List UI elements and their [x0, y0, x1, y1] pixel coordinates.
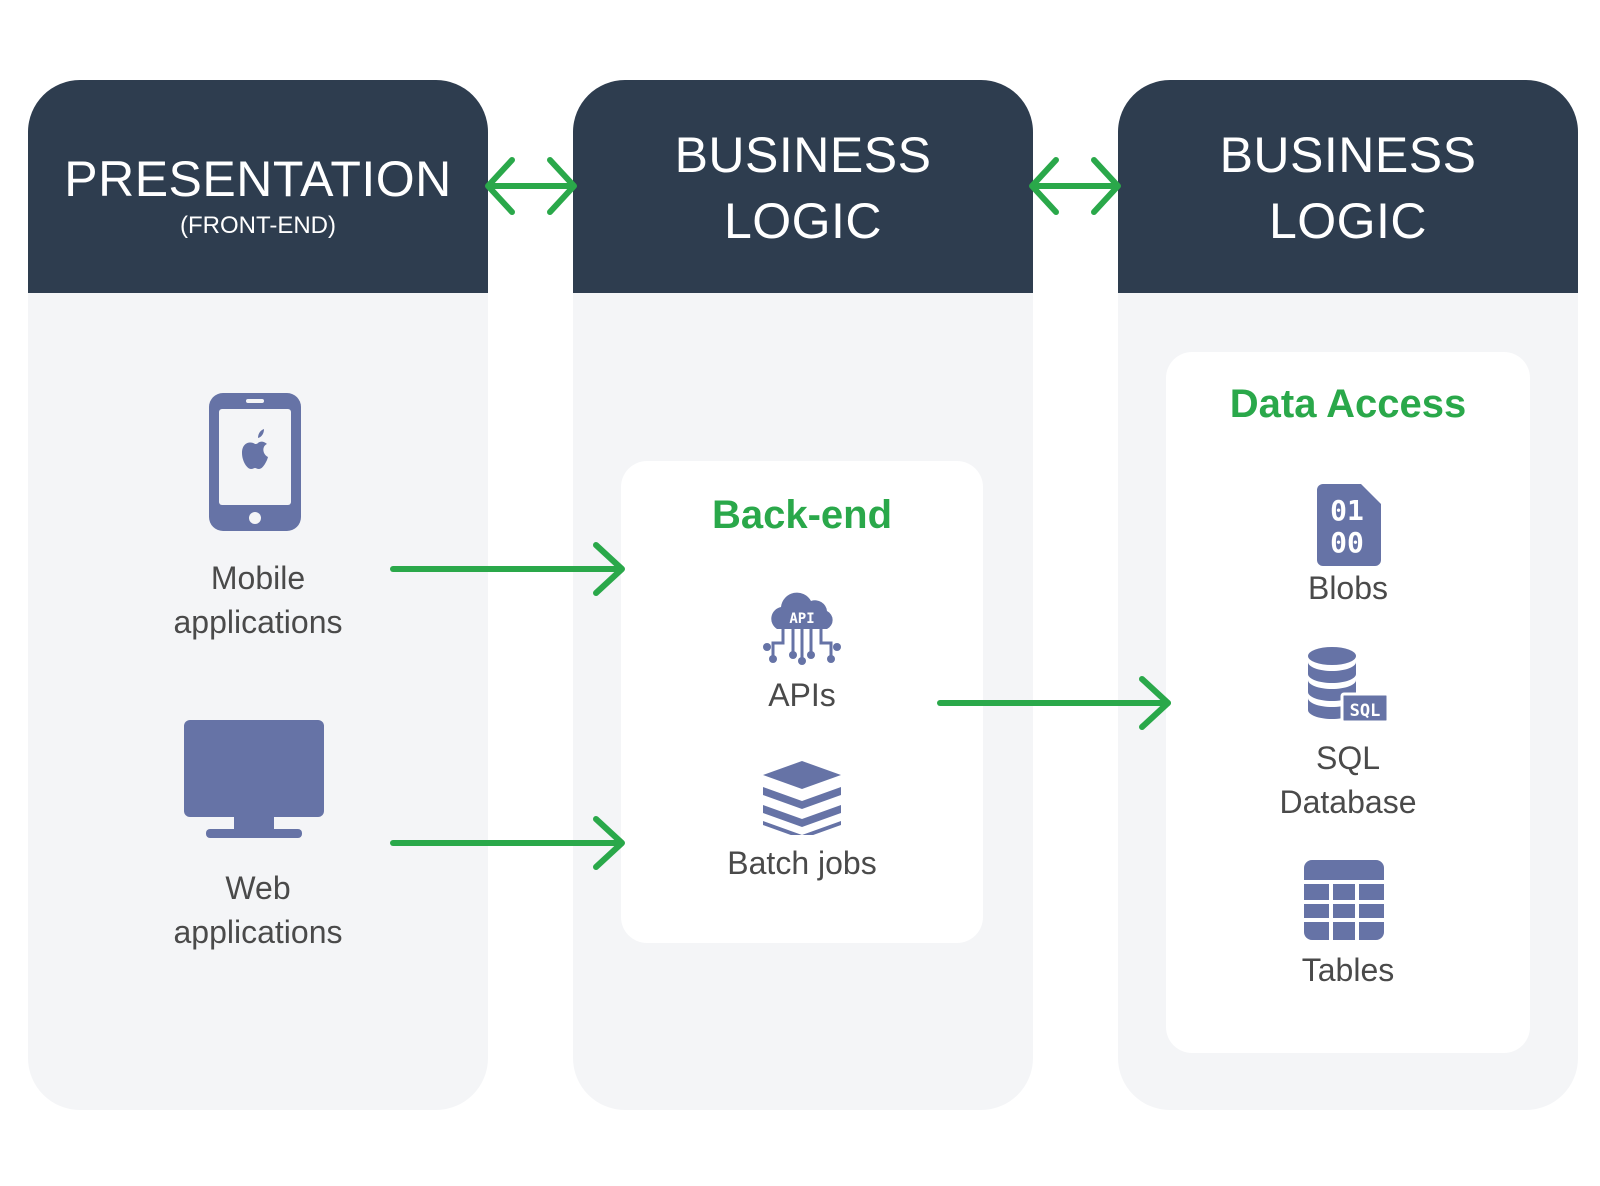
business-logic-title: BUSINESS LOGIC — [674, 127, 932, 249]
binary-row-2: 00 — [1330, 526, 1364, 559]
data-access-column: BUSINESS LOGIC Data Access 01 00 Blobs S… — [1118, 80, 1578, 1110]
api-cloud-icon: API — [763, 592, 841, 665]
data-access-column-title: BUSINESS LOGIC — [1219, 127, 1477, 249]
apis-label: APIs — [768, 677, 836, 713]
mobile-applications-label: Mobile applications — [173, 560, 343, 640]
presentation-title: PRESENTATION — [64, 151, 452, 207]
stack-layers-icon — [763, 761, 841, 835]
arrow-web-to-backend — [390, 816, 625, 870]
presentation-subtitle: (FRONT-END) — [180, 212, 336, 239]
presentation-header: PRESENTATION (FRONT-END) — [28, 80, 488, 293]
svg-text:API: API — [789, 611, 814, 627]
business-logic-column: BUSINESS LOGIC Back-end API APIs Batch j… — [573, 80, 1033, 1110]
batch-jobs-label: Batch jobs — [727, 845, 877, 881]
monitor-icon — [184, 720, 324, 838]
data-access-title: Data Access — [1229, 382, 1467, 426]
presentation-column: PRESENTATION (FRONT-END) Mobile applicat… — [28, 80, 488, 1110]
smartphone-icon — [209, 393, 301, 531]
back-end-title: Back-end — [711, 493, 893, 537]
sql-badge-text: SQL — [1350, 701, 1381, 721]
tables-label: Tables — [1301, 952, 1395, 988]
arrow-backend-to-data-access — [937, 676, 1171, 730]
sql-database-icon: SQL — [1308, 647, 1388, 724]
data-access-header: BUSINESS LOGIC — [1118, 80, 1578, 293]
table-grid-icon — [1304, 860, 1384, 940]
bidirectional-arrow-1 — [485, 157, 577, 215]
sql-database-label: SQL Database — [1279, 740, 1417, 820]
arrow-mobile-to-backend — [390, 542, 625, 596]
binary-file-icon: 01 00 — [1317, 484, 1381, 566]
business-logic-header: BUSINESS LOGIC — [573, 80, 1033, 293]
back-end-panel: Back-end API APIs Batch jobs — [621, 461, 983, 943]
binary-row-1: 01 — [1330, 494, 1364, 527]
web-applications-label: Web applications — [173, 870, 343, 950]
bidirectional-arrow-2 — [1029, 157, 1121, 215]
blobs-label: Blobs — [1307, 570, 1389, 606]
data-access-panel: Data Access 01 00 Blobs SQL SQL Database… — [1166, 352, 1530, 1053]
